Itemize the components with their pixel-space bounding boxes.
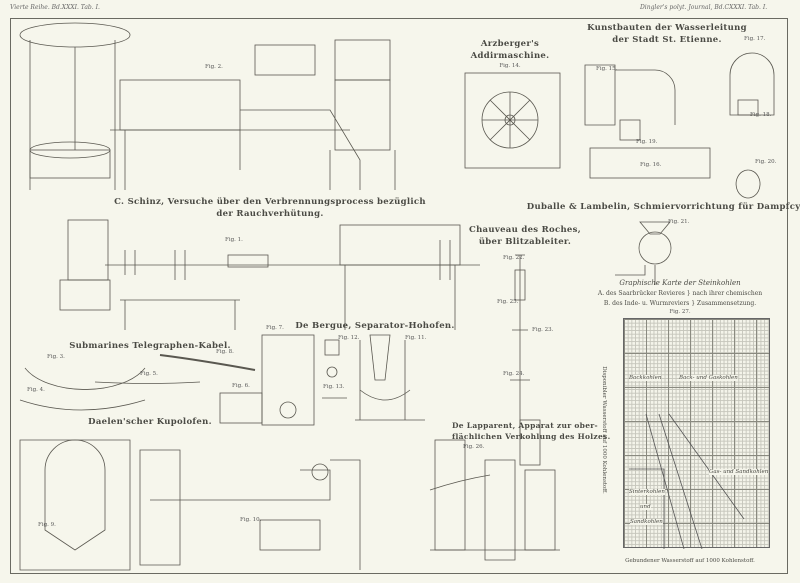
fig-label: Fig. 12. — [338, 335, 360, 341]
region-label: Sandkohlen — [630, 519, 663, 525]
fig-label: Fig. 1. — [225, 237, 243, 243]
fig22-25-drawing — [510, 254, 530, 440]
fig-label: Fig. 5. — [140, 371, 158, 377]
fig14-drawing — [464, 72, 561, 169]
fig-label: Fig. 24. — [503, 371, 525, 377]
region-label: und — [640, 504, 651, 510]
fig-label: Fig. 11. — [405, 335, 427, 341]
fig-label: Fig. 2. — [205, 64, 223, 70]
fig-label: Fig. 16. — [640, 162, 662, 168]
fig-label: Fig. 20. — [755, 159, 777, 165]
chart-x-label: Gebundener Wasserstoff auf 1000 Kohlenst… — [625, 558, 755, 564]
fig-label: Fig. 22. — [503, 255, 525, 261]
header-left: Vierte Reihe. Bd.XXXI. Tab. I. — [10, 4, 100, 11]
fig-label: Fig. 23. — [532, 327, 554, 333]
section-title: Arzberger's — [480, 39, 540, 49]
fig2-drawing — [19, 22, 396, 190]
section-title: Addirmaschine. — [470, 51, 550, 61]
fig-label: Fig. 25. — [497, 299, 519, 305]
section-title: De Bergue, Separator-Hohofen. — [295, 321, 455, 331]
fig26-drawing — [429, 419, 560, 561]
fig-label: Fig. 14. — [499, 63, 521, 69]
fig15-20-drawing — [584, 52, 775, 199]
header-right: Dingler's polyt. Journal, Bd.CXXXI. Tab.… — [640, 4, 768, 11]
region-label: Back- und Gaskohlen — [679, 375, 738, 381]
plate-border — [10, 18, 788, 574]
fig-label: Fig. 13. — [323, 384, 345, 390]
fig-label: Fig. 17. — [744, 36, 766, 42]
fig1-drawing — [59, 219, 480, 330]
fig-label: Fig. 9. — [38, 522, 56, 528]
fig-label: Fig. 27. — [669, 309, 691, 315]
chart-y-label: Disponibler Wasserstoff auf 1000 Kohlens… — [601, 366, 607, 494]
region-label: Backkohlen — [629, 375, 662, 381]
fig-label: Fig. 21. — [668, 219, 690, 225]
region-boundary — [668, 413, 745, 520]
fig-label: Fig. 3. — [47, 354, 65, 360]
section-title: flächlichen Verkohlung des Holzes. — [452, 432, 611, 441]
region-label: Gas- und Sandkohlen — [709, 469, 769, 475]
region-label: Sinterkohlen — [629, 489, 665, 495]
fig3-8-drawing — [19, 334, 315, 426]
section-title: De Lapparent, Apparat zur ober- — [452, 421, 598, 430]
region-boundary — [645, 413, 703, 549]
fig11-13-drawing — [322, 334, 425, 421]
fig-label: Fig. 7. — [266, 325, 284, 331]
section-title: Daelen'scher Kupolofen. — [88, 417, 212, 427]
fig-label: Fig. 26. — [463, 444, 485, 450]
section-title: C. Schinz, Versuche über den Verbrennung… — [114, 197, 426, 207]
fig21-drawing — [615, 221, 672, 285]
fig-label: Fig. 18. — [750, 112, 772, 118]
coal-chart-grid: Backkohlen Back- und Gaskohlen Gas- und … — [623, 318, 770, 549]
fig-label: Fig. 10. — [240, 517, 262, 523]
chart-title: Graphische Karte der Steinkohlen — [619, 279, 741, 287]
fig-label: Fig. 4. — [27, 387, 45, 393]
section-title: über Blitzableiter. — [478, 237, 572, 247]
region-boundary — [629, 468, 665, 549]
fig-label: Fig. 8. — [216, 349, 234, 355]
chart-subtitle: B. des Inde- u. Wurmreviers } Zusammense… — [603, 300, 757, 307]
fig-label: Fig. 15. — [596, 66, 618, 72]
fig-label: Fig. 19. — [636, 139, 658, 145]
fig-label: Fig. 6. — [232, 383, 250, 389]
section-title: Kunstbauten der Wasserleitung — [587, 23, 747, 33]
chart-region-lines — [629, 413, 745, 549]
chart-subtitle: A. des Saarbrücker Revieres } nach ihrer… — [597, 290, 763, 297]
section-title: der Rauchverhütung. — [216, 209, 324, 219]
section-title: Submarines Telegraphen-Kabel. — [69, 341, 231, 351]
section-title: Chauveau des Roches, — [469, 225, 581, 235]
section-title: der Stadt St. Etienne. — [612, 35, 722, 45]
section-title: Duballe & Lambelin, Schmiervorrichtung f… — [526, 202, 800, 212]
fig9-10-drawing — [19, 439, 361, 571]
